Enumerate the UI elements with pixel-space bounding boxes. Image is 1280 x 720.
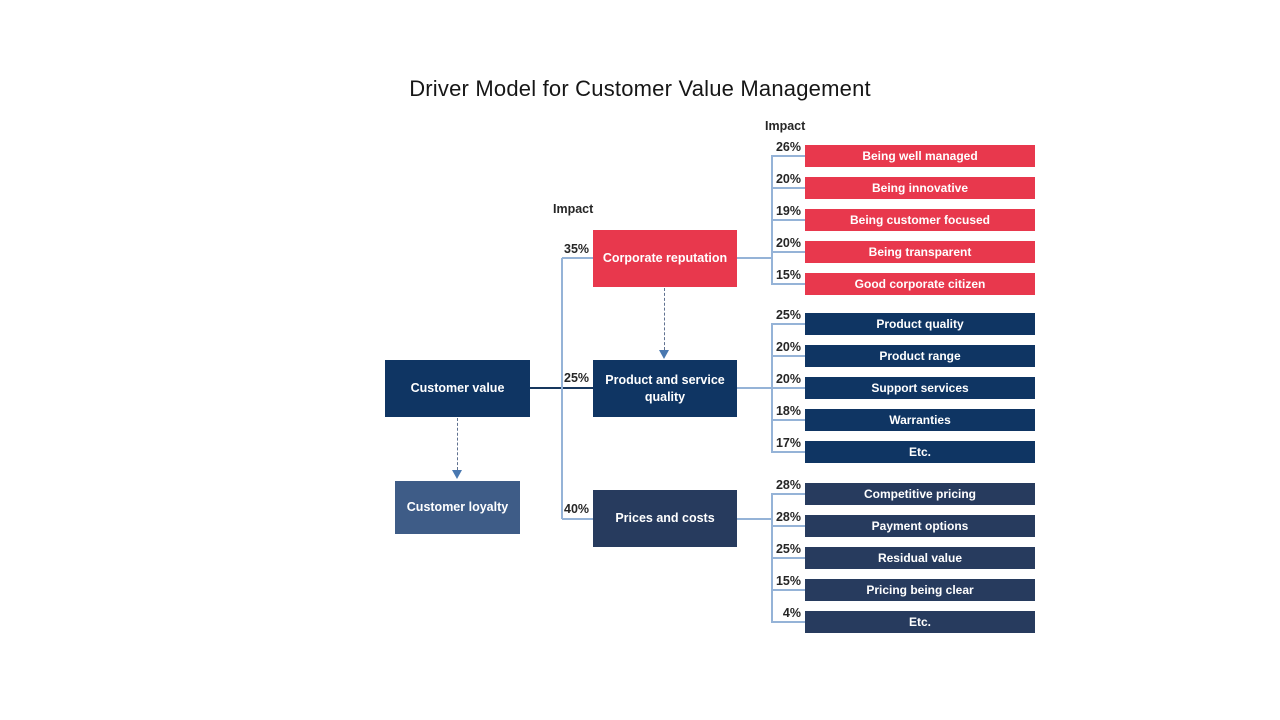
impact-value: 28% xyxy=(775,478,801,492)
connector-line xyxy=(771,251,805,253)
impact-value: 15% xyxy=(775,268,801,282)
node-customer-loyalty[interactable]: Customer loyalty xyxy=(395,481,520,534)
impact-value: 20% xyxy=(775,236,801,250)
connector-line xyxy=(562,257,593,259)
connector-line xyxy=(771,187,805,189)
impact-value-driver: 40% xyxy=(564,502,590,516)
connector-line xyxy=(771,557,805,559)
node-sub-driver[interactable]: Being customer focused xyxy=(805,209,1035,231)
node-sub-driver[interactable]: Pricing being clear xyxy=(805,579,1035,601)
impact-value: 20% xyxy=(775,340,801,354)
connector-line xyxy=(771,155,805,157)
impact-value-driver: 25% xyxy=(564,371,590,385)
impact-value: 20% xyxy=(775,172,801,186)
node-sub-driver[interactable]: Support services xyxy=(805,377,1035,399)
arrowhead-icon xyxy=(659,350,669,359)
connector-line xyxy=(737,518,772,520)
impact-value: 26% xyxy=(775,140,801,154)
node-product-service-quality[interactable]: Product and service quality xyxy=(593,360,737,417)
diagram-title: Driver Model for Customer Value Manageme… xyxy=(409,76,871,101)
connector-line xyxy=(737,257,772,259)
node-sub-driver[interactable]: Etc. xyxy=(805,611,1035,633)
connector-line xyxy=(771,589,805,591)
connector-line xyxy=(771,387,805,389)
node-customer-value[interactable]: Customer value xyxy=(385,360,530,417)
connector-line xyxy=(562,518,593,520)
impact-value: 25% xyxy=(775,542,801,556)
impact-value-driver: 35% xyxy=(564,242,590,256)
impact-value: 18% xyxy=(775,404,801,418)
connector-line xyxy=(737,387,772,389)
node-sub-driver[interactable]: Product quality xyxy=(805,313,1035,335)
node-prices-costs[interactable]: Prices and costs xyxy=(593,490,737,547)
impact-value: 17% xyxy=(775,436,801,450)
connector-line xyxy=(771,525,805,527)
impact-value: 20% xyxy=(775,372,801,386)
node-sub-driver[interactable]: Etc. xyxy=(805,441,1035,463)
impact-value: 19% xyxy=(775,204,801,218)
connector-line xyxy=(771,323,805,325)
impact-value: 25% xyxy=(775,308,801,322)
connector-line xyxy=(771,355,805,357)
connector-line xyxy=(771,283,805,285)
node-sub-driver[interactable]: Being well managed xyxy=(805,145,1035,167)
dashed-connector-value-loyalty xyxy=(457,418,458,470)
node-sub-driver[interactable]: Good corporate citizen xyxy=(805,273,1035,295)
impact-label-drivers: Impact xyxy=(553,202,594,216)
node-sub-driver[interactable]: Competitive pricing xyxy=(805,483,1035,505)
node-sub-driver[interactable]: Residual value xyxy=(805,547,1035,569)
impact-value: 28% xyxy=(775,510,801,524)
connector-line xyxy=(771,451,805,453)
connector-line xyxy=(771,493,805,495)
node-sub-driver[interactable]: Warranties xyxy=(805,409,1035,431)
dashed-connector-reputation-quality xyxy=(664,288,665,350)
node-sub-driver[interactable]: Payment options xyxy=(805,515,1035,537)
connector-line xyxy=(771,219,805,221)
impact-value: 4% xyxy=(782,606,801,620)
node-sub-driver[interactable]: Being innovative xyxy=(805,177,1035,199)
connector-line xyxy=(561,258,563,519)
arrowhead-icon xyxy=(452,470,462,479)
node-sub-driver[interactable]: Product range xyxy=(805,345,1035,367)
node-corporate-reputation[interactable]: Corporate reputation xyxy=(593,230,737,287)
impact-label-subdrivers: Impact xyxy=(765,119,806,133)
impact-value: 15% xyxy=(775,574,801,588)
connector-line xyxy=(771,419,805,421)
node-sub-driver[interactable]: Being transparent xyxy=(805,241,1035,263)
connector-line xyxy=(771,621,805,623)
